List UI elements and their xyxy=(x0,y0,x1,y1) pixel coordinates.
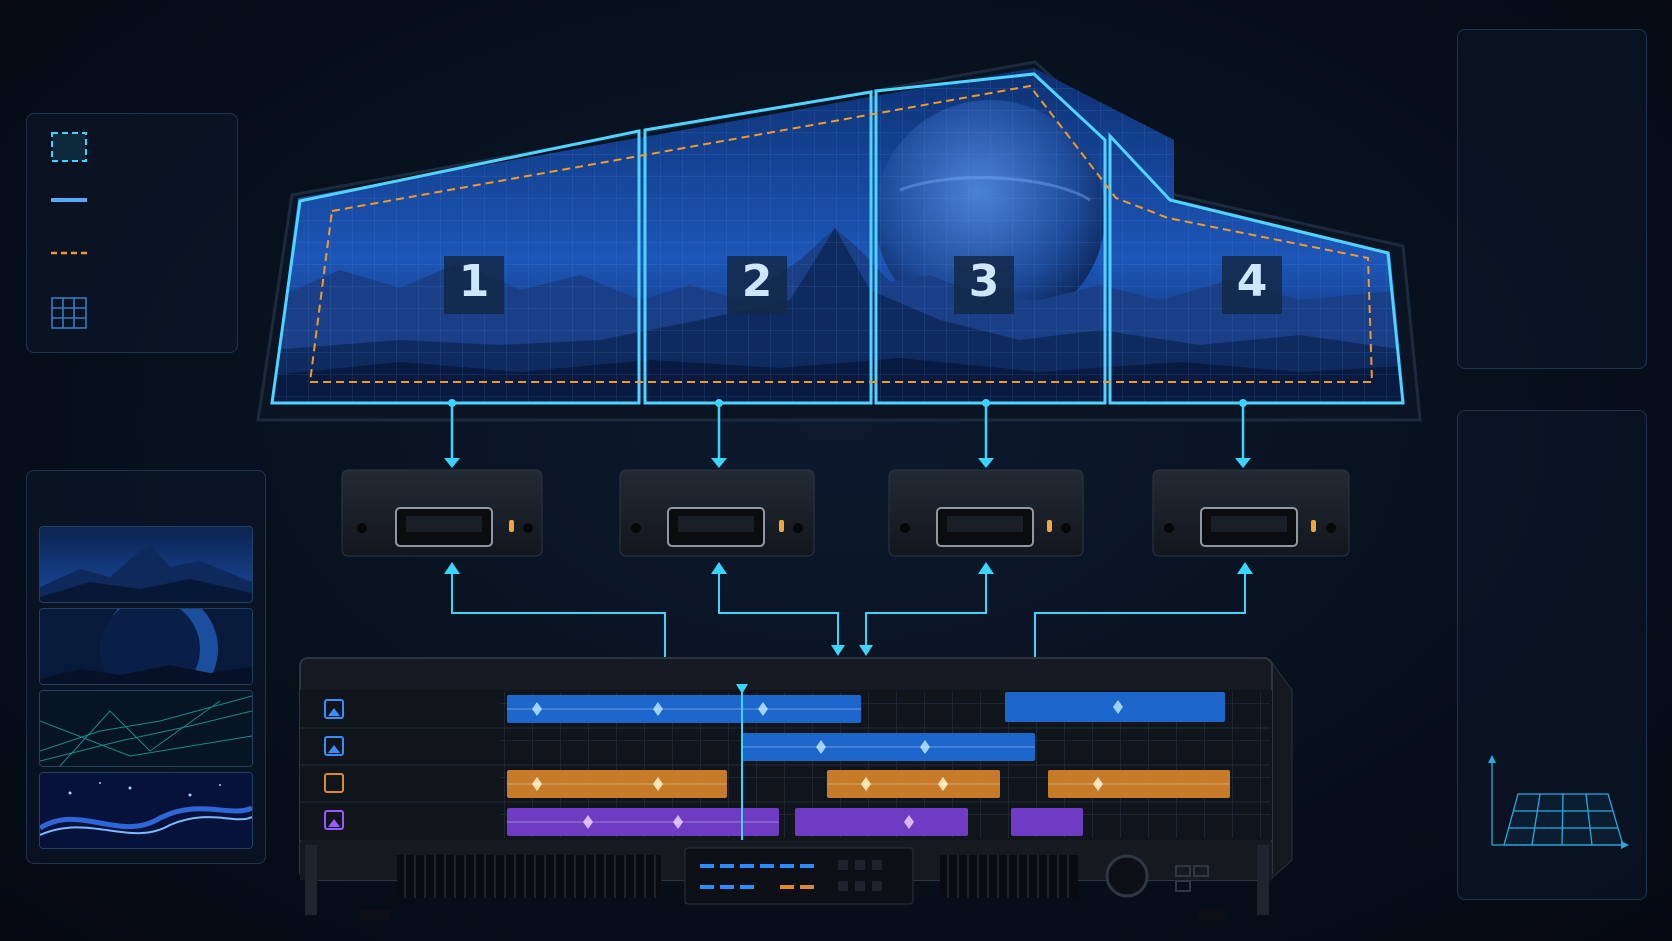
particle-wave-thumbnail[interactable] xyxy=(39,772,253,849)
solid-line-icon[interactable] xyxy=(49,183,89,217)
mountain-thumbnail[interactable] xyxy=(39,526,253,603)
dashed-line-icon[interactable] xyxy=(49,236,89,270)
grid-icon[interactable] xyxy=(49,296,89,330)
output-devices xyxy=(341,469,1350,557)
media-server xyxy=(299,657,1293,920)
media-library-panel xyxy=(26,470,266,864)
video-wall-content xyxy=(272,68,1405,402)
selection-box-icon[interactable] xyxy=(49,130,89,164)
screen-label-2[interactable]: 2 xyxy=(741,256,773,307)
network-lines-thumbnail[interactable] xyxy=(39,690,253,767)
screen-badges xyxy=(444,256,1282,314)
3d-grid-axes-icon xyxy=(1488,755,1629,849)
properties-panel-bottom xyxy=(1457,410,1647,900)
screen-label-4[interactable]: 4 xyxy=(1236,256,1268,307)
legend-panel xyxy=(26,113,238,353)
screen-label-3[interactable]: 3 xyxy=(968,256,1000,307)
screen-label-1[interactable]: 1 xyxy=(458,256,490,307)
planet-thumbnail[interactable] xyxy=(39,608,253,685)
properties-panel-top xyxy=(1457,29,1647,369)
